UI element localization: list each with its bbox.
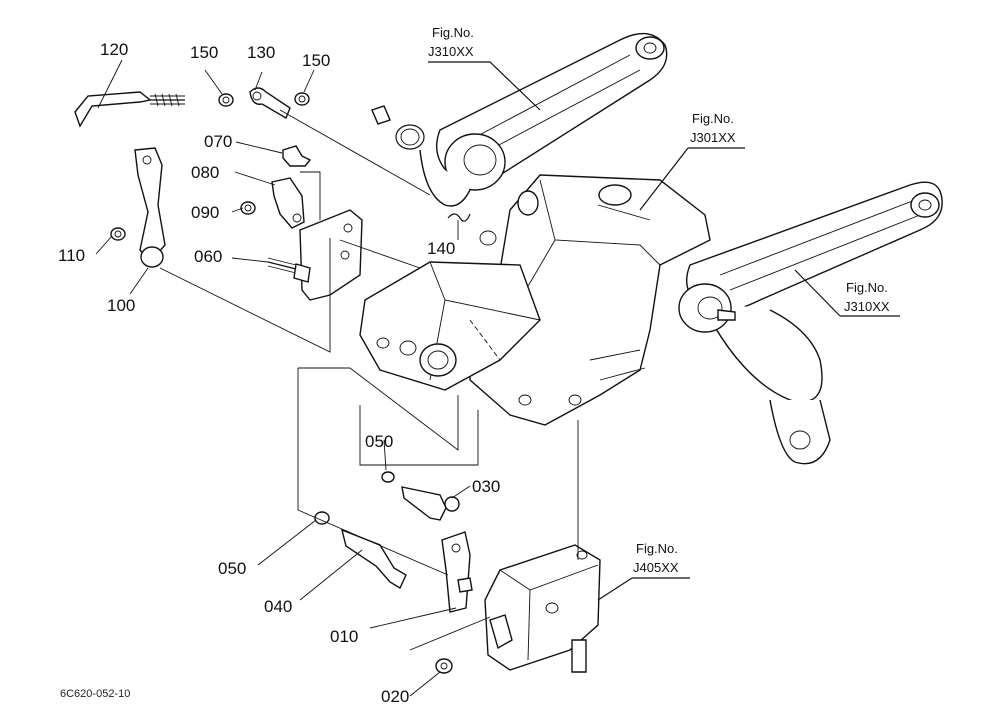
figure-ref-j301: Fig.No. J301XX: [690, 111, 736, 145]
plunger-030: [401, 486, 460, 521]
label-leaders: [95, 59, 900, 697]
label-150-a: 150: [190, 43, 218, 62]
nut-150-a: [218, 93, 234, 107]
label-130: 130: [247, 43, 275, 62]
plate-010: [441, 531, 473, 613]
figure-ref-line2: J310XX: [844, 299, 890, 314]
clip-110: [110, 227, 126, 241]
snap-ring: [395, 124, 425, 150]
figure-ref-line1: Fig.No.: [846, 280, 888, 295]
plunger-040: [340, 528, 407, 590]
label-090: 090: [191, 203, 219, 222]
label-050-b: 050: [218, 559, 246, 578]
lower-lift-arm: [678, 181, 943, 465]
fork-080: [271, 177, 305, 229]
bracket-plate: [299, 209, 363, 301]
label-010: 010: [330, 627, 358, 646]
o-ring-050-a: [381, 471, 395, 483]
label-060: 060: [194, 247, 222, 266]
figure-ref-line1: Fig.No.: [636, 541, 678, 556]
label-110: 110: [58, 246, 85, 265]
rod-120: [74, 91, 185, 128]
label-040: 040: [264, 597, 292, 616]
drawing-code: 6C620-052-10: [60, 688, 130, 700]
figure-ref-j310-top: Fig.No. J310XX: [428, 25, 474, 59]
washer-090: [240, 201, 256, 215]
figure-ref-line1: Fig.No.: [432, 25, 474, 40]
small-bolt: [371, 105, 391, 125]
figure-ref-line2: J310XX: [428, 44, 474, 59]
washer-020: [435, 658, 453, 674]
o-ring-050-b: [314, 511, 330, 525]
figure-ref-line1: Fig.No.: [692, 111, 734, 126]
figure-ref-line2: J301XX: [690, 130, 736, 145]
valve-assembly: [484, 544, 601, 673]
label-020: 020: [381, 687, 409, 706]
label-150-b: 150: [302, 51, 330, 70]
lever-100: [134, 147, 166, 268]
label-120: 120: [100, 40, 128, 59]
label-140: 140: [427, 239, 455, 258]
upper-lift-arm: [419, 32, 668, 207]
figure-ref-line2: J405XX: [633, 560, 679, 575]
label-070: 070: [204, 132, 232, 151]
clip-140: [447, 213, 471, 222]
bolt-060: [267, 257, 311, 283]
label-030: 030: [472, 477, 500, 496]
label-050-a: 050: [365, 432, 393, 451]
nut-150-b: [294, 92, 310, 106]
figure-ref-j310-right: Fig.No. J310XX: [844, 280, 890, 314]
rod-end-130: [249, 87, 291, 120]
bolt-070: [282, 145, 312, 167]
label-080: 080: [191, 163, 219, 182]
assembly-lines: [159, 109, 579, 651]
control-valve-block: [359, 230, 541, 391]
figure-ref-j405: Fig.No. J405XX: [633, 541, 679, 575]
label-100: 100: [107, 296, 135, 315]
